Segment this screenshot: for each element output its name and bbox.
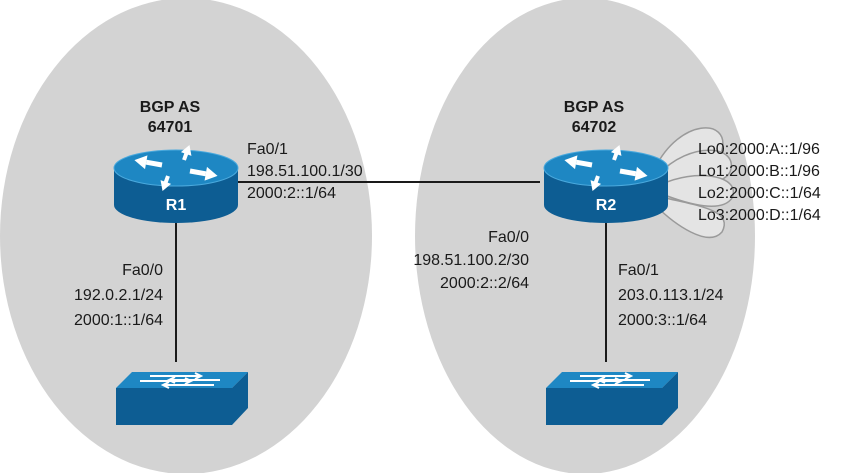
r1-fa01-iface: Fa0/1 [247,141,288,158]
switch-as64702-icon[interactable] [546,372,678,425]
as-64701-number: 64701 [148,119,193,136]
as-zone-64701 [0,0,372,473]
r1-fa00-iface: Fa0/0 [122,262,163,279]
r2-fa01-iface: Fa0/1 [618,262,659,279]
r2-loopback-3: Lo3:2000:D::1/64 [698,207,821,224]
r1-fa00-ipv4: 192.0.2.1/24 [74,287,163,304]
router-r2-label: R2 [596,197,617,214]
r2-loopback-2: Lo2:2000:C::1/64 [698,185,821,202]
as-64702-number: 64702 [572,119,617,136]
router-r2-icon[interactable]: R2 [543,143,669,223]
r1-fa00-ipv6: 2000:1::1/64 [74,312,163,329]
r2-fa00-ipv6: 2000:2::2/64 [440,275,529,292]
r1-fa01-ipv6: 2000:2::1/64 [247,185,336,202]
router-r1-icon[interactable]: R1 [113,143,239,223]
as-64702-title: BGP AS [564,99,625,116]
as-64701-title: BGP AS [140,99,201,116]
r2-fa01-ipv4: 203.0.113.1/24 [618,287,724,304]
r2-fa00-iface: Fa0/0 [488,229,529,246]
as-zone-64702 [415,0,755,473]
r2-fa00-ipv4: 198.51.100.2/30 [413,252,529,269]
r2-loopback-0: Lo0:2000:A::1/96 [698,141,820,158]
router-r1-label: R1 [166,197,187,214]
switch-as64701-icon[interactable] [116,372,248,425]
r1-fa01-ipv4: 198.51.100.1/30 [247,163,363,180]
r2-loopback-1: Lo1:2000:B::1/96 [698,163,820,180]
r2-fa01-ipv6: 2000:3::1/64 [618,312,707,329]
loopback-interfaces-icon [654,127,735,239]
